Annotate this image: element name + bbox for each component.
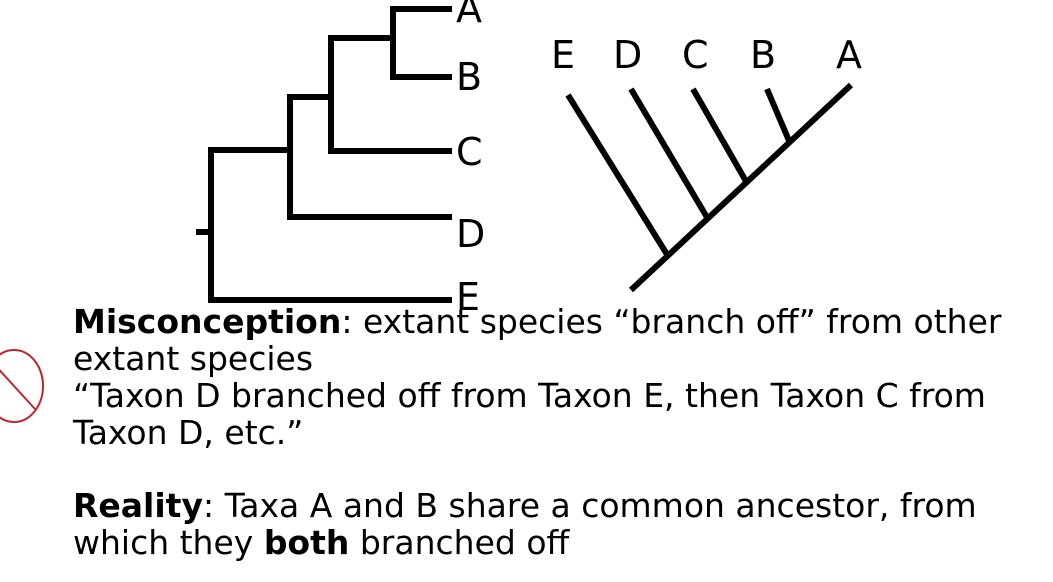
diag-label-b: B xyxy=(750,33,776,77)
diag-label-c: C xyxy=(682,33,709,77)
reality-label: Reality xyxy=(73,486,203,525)
rectangular-tree-labels: A B C D E xyxy=(456,0,485,319)
rect-label-d: D xyxy=(456,212,485,256)
spacer xyxy=(73,451,1033,487)
rect-label-e: E xyxy=(456,275,480,319)
diagonal-tree xyxy=(565,82,854,293)
diag-branch-d xyxy=(628,87,711,221)
reality-emphasis: both xyxy=(263,523,350,562)
diagonal-tree-labels: E D C B A xyxy=(551,33,862,77)
diag-branch-b xyxy=(764,87,793,145)
prohibited-icon xyxy=(0,349,44,423)
reality-paragraph: Reality: Taxa A and B share a common anc… xyxy=(73,487,1033,561)
explanation-text: Misconception: extant species “branch of… xyxy=(73,303,1033,561)
diag-label-a: A xyxy=(836,33,862,77)
misconception-paragraph: Misconception: extant species “branch of… xyxy=(73,303,1033,377)
reality-text-end: branched off xyxy=(349,523,570,562)
rect-label-c: C xyxy=(456,130,483,174)
rect-label-a: A xyxy=(456,0,482,31)
reality-text-start: : Taxa A and B share a common ancestor, … xyxy=(73,486,977,562)
diag-label-d: D xyxy=(613,33,642,77)
misconception-text: : extant species “branch off” from other… xyxy=(73,302,1002,378)
rect-label-b: B xyxy=(456,55,482,99)
phylogeny-figures: A B C D E E D C B A xyxy=(196,0,862,319)
diag-branch-e xyxy=(565,93,671,258)
diag-label-e: E xyxy=(551,33,575,77)
misconception-label: Misconception xyxy=(73,302,342,341)
misconception-quote: “Taxon D branched off from Taxon E, then… xyxy=(73,376,986,452)
rectangular-tree xyxy=(196,6,452,303)
diag-backbone xyxy=(628,82,854,293)
diag-branch-c xyxy=(690,87,750,185)
